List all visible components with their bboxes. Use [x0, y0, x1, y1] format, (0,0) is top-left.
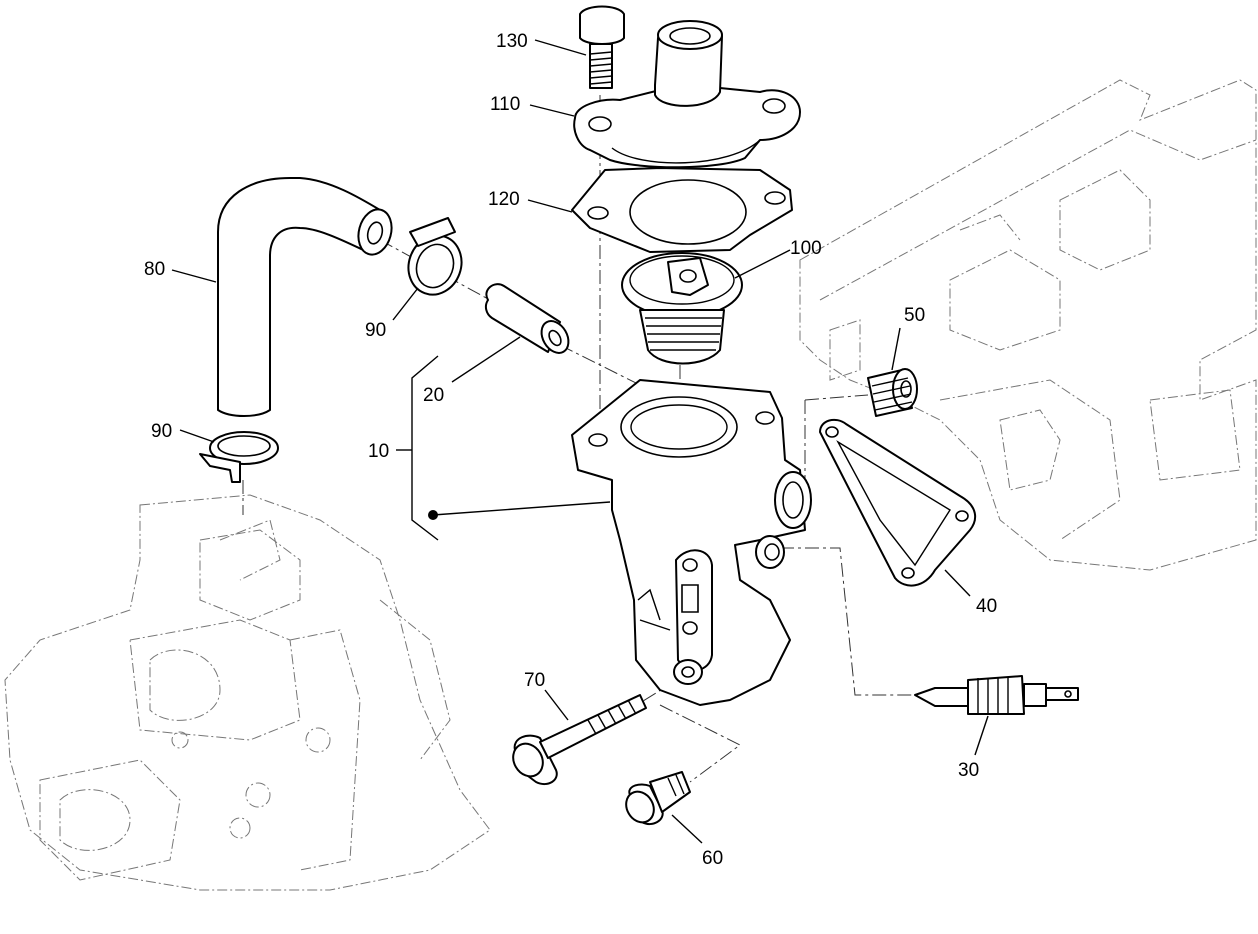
hose-clamp-90-lower	[199, 431, 279, 483]
callout-60: 60	[702, 848, 723, 869]
callout-90-lower: 90	[151, 421, 172, 442]
engine-phantom-outline-left	[4, 494, 491, 891]
callout-120: 120	[488, 189, 520, 210]
callout-110: 110	[490, 94, 520, 115]
bolt-70	[512, 694, 647, 786]
callout-40: 40	[976, 596, 997, 617]
hose-80	[217, 177, 393, 417]
callout-70: 70	[524, 670, 545, 691]
thermostat-cover-110	[573, 20, 801, 169]
thermostat-housing-10	[571, 379, 812, 706]
callout-labels: 130 110 120 100 80 90 90 20 10 50 40 70 …	[144, 31, 997, 869]
callout-50: 50	[904, 305, 925, 326]
thermostat-100	[621, 252, 743, 365]
bushing-50	[867, 368, 918, 417]
leader-lines	[171, 39, 989, 844]
callout-130: 130	[496, 31, 528, 52]
gasket-40	[819, 418, 977, 587]
callout-10: 10	[368, 441, 389, 462]
engine-phantom-outline-right	[799, 79, 1257, 571]
temperature-sensor-30	[914, 675, 1079, 715]
callout-100: 100	[790, 238, 822, 259]
callout-30: 30	[958, 760, 979, 781]
bracket-anchor-dot	[428, 510, 438, 520]
callout-20: 20	[423, 385, 444, 406]
plug-60	[625, 771, 691, 826]
pipe-20	[484, 283, 570, 354]
bolt-130	[579, 5, 625, 89]
callout-90-upper: 90	[365, 320, 386, 341]
callout-80: 80	[144, 259, 165, 280]
hose-clamp-90-upper	[407, 217, 463, 296]
gasket-120	[571, 167, 793, 253]
